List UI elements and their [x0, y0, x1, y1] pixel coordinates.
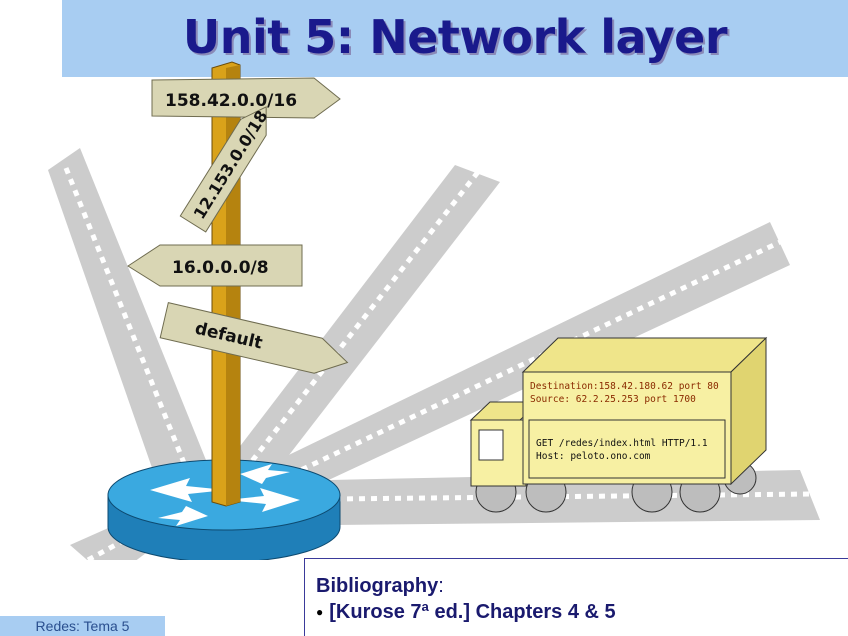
road-left-dashes: [63, 167, 193, 479]
road-bottom-right-dashes: [334, 491, 813, 502]
slide-footer: Redes: Tema 5: [0, 616, 165, 636]
bibliography-box: Bibliography: ● [Kurose 7ª ed.] Chapters …: [304, 558, 848, 636]
sign-3-label: 16.0.0.0/8: [172, 258, 269, 278]
road-center: [228, 165, 500, 490]
bibliography-item: ● [Kurose 7ª ed.] Chapters 4 & 5: [316, 601, 616, 624]
bibliography-colon: :: [438, 575, 444, 597]
sign-4: default: [159, 302, 349, 374]
sign-1: 158.42.0.0/16: [151, 77, 341, 119]
sign-3: 16.0.0.0/8: [127, 244, 303, 287]
truck-host-line: Host: peloto.ono.com: [536, 451, 651, 462]
network-illustration: 158.42.0.0/16 12.153.0.0/18 16.0.0.0/8 d…: [48, 61, 820, 560]
truck-source: Source: 62.2.25.253 port 1700: [530, 394, 696, 405]
road-center-dashes: [243, 170, 480, 472]
road-right-dashes: [278, 239, 782, 483]
bibliography-title: Bibliography: [316, 575, 439, 597]
truck-request-line: GET /redes/index.html HTTP/1.1: [536, 438, 708, 449]
bibliography-heading: Bibliography:: [316, 575, 444, 598]
truck-destination: Destination:158.42.180.62 port 80: [530, 381, 719, 392]
bibliography-item-text: [Kurose 7ª ed.] Chapters 4 & 5: [329, 601, 616, 623]
slide-title: Unit 5: Network layer: [182, 10, 728, 64]
sign-1-label: 158.42.0.0/16: [165, 91, 297, 111]
title-bar: Unit 5: Network layer: [62, 0, 848, 77]
roads: [48, 148, 820, 560]
bullet-icon: ●: [316, 605, 324, 619]
truck-icon: Destination:158.42.180.62 port 80 Source…: [469, 336, 768, 513]
